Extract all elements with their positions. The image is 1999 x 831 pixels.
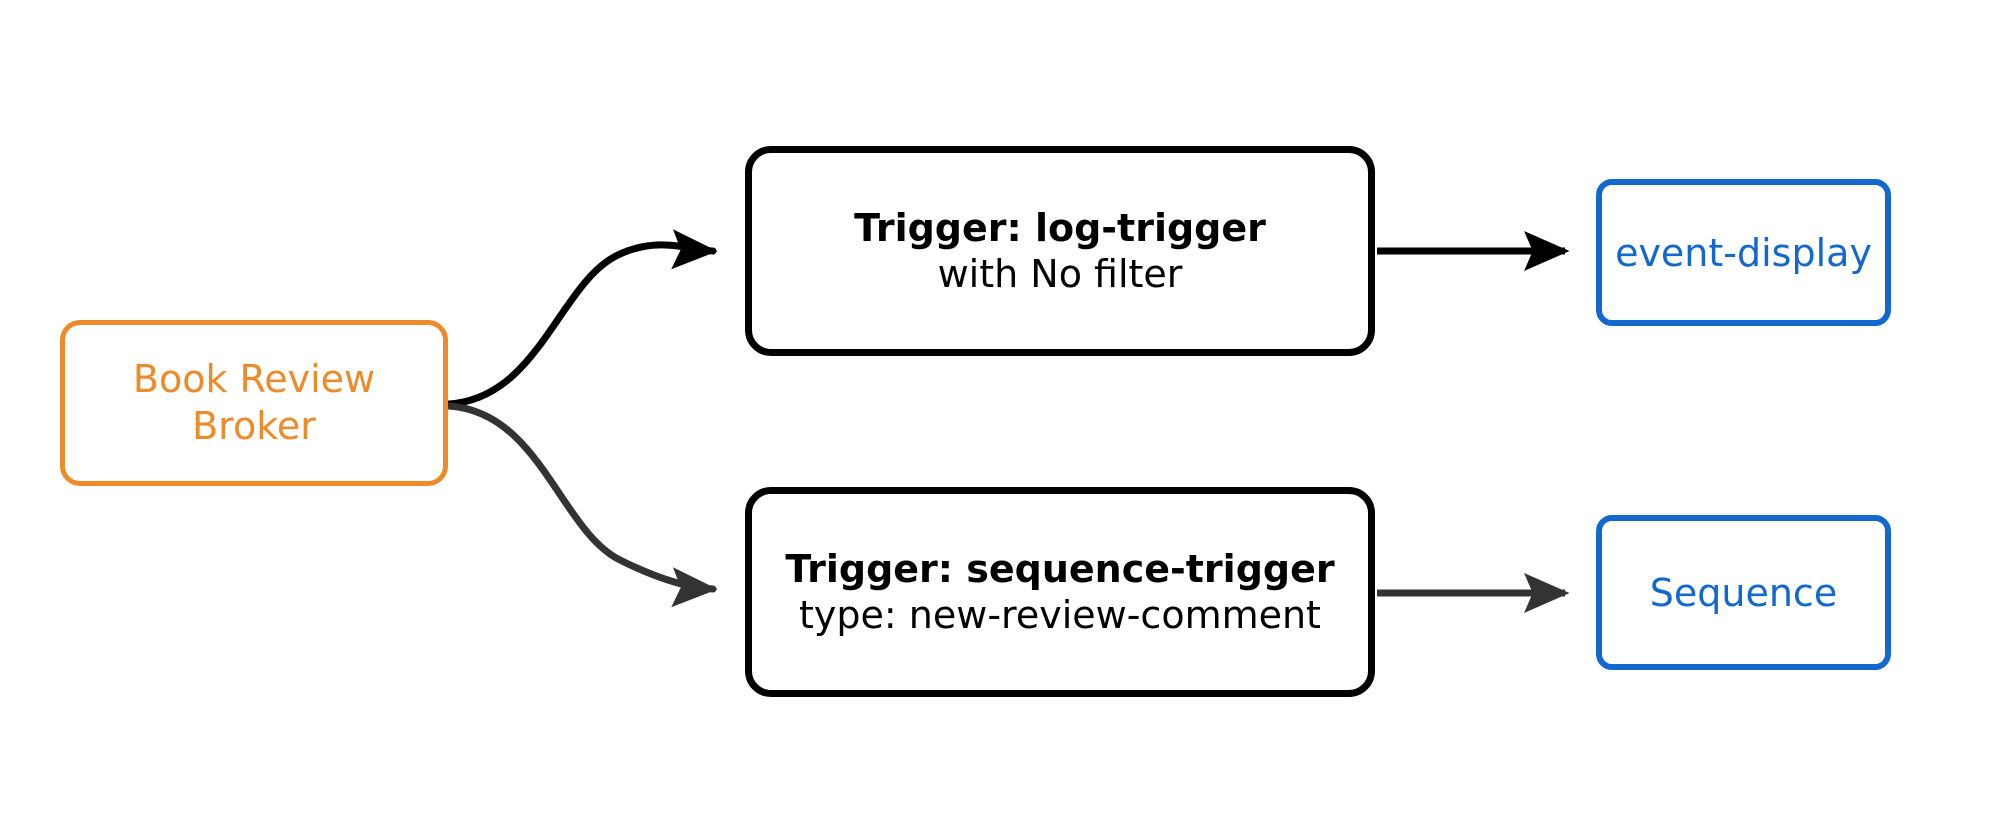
node-trigger-sequence-trigger[interactable]: Trigger: sequence-trigger type: new-revi… (745, 487, 1375, 697)
sink-sequence-label: Sequence (1649, 570, 1838, 615)
node-trigger-log-trigger[interactable]: Trigger: log-trigger with No filter (745, 146, 1375, 356)
edge-broker-to-sequence-trigger (445, 402, 718, 608)
trigger-sequence-subtitle: type: new-review-comment (799, 593, 1321, 637)
broker-label-line1: Book Review (132, 356, 376, 401)
node-sink-sequence[interactable]: Sequence (1596, 515, 1891, 670)
trigger-sequence-title: Trigger: sequence-trigger (785, 546, 1335, 591)
trigger-log-title: Trigger: log-trigger (854, 205, 1266, 250)
node-sink-event-display[interactable]: event-display (1596, 179, 1891, 326)
node-book-review-broker[interactable]: Book Review Broker (60, 320, 448, 486)
trigger-log-subtitle: with No filter (937, 252, 1183, 296)
broker-label-line2: Broker (192, 404, 316, 448)
sink-event-display-label: event-display (1615, 230, 1872, 275)
edge-broker-to-log-trigger (445, 229, 718, 408)
